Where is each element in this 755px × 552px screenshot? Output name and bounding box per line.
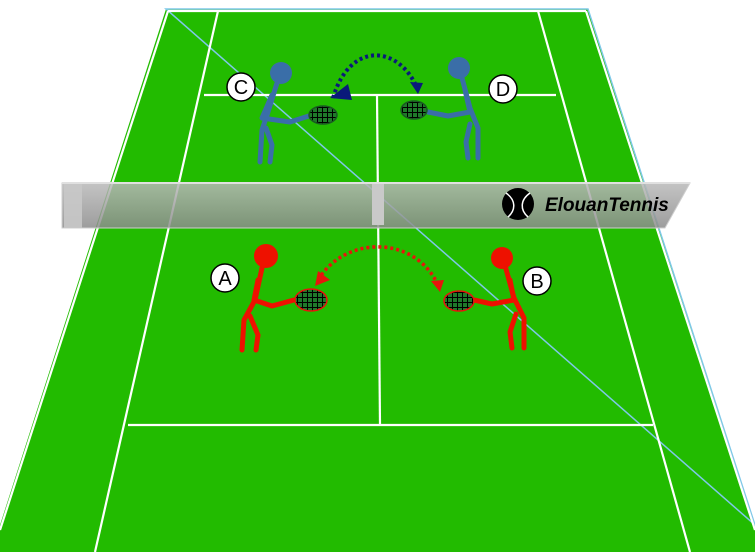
player-c-label: C: [234, 77, 248, 99]
brand-name: ElouanTennis: [545, 195, 669, 216]
player-a-badge: A: [211, 264, 239, 292]
player-b-label: B: [530, 271, 543, 293]
player-a-racket: [295, 289, 327, 311]
player-a-head: [254, 244, 278, 268]
player-b-head: [491, 247, 513, 269]
player-d-racket: [401, 101, 427, 119]
player-d-badge: D: [489, 75, 517, 103]
player-c-racket: [309, 106, 337, 124]
player-c-badge: C: [227, 73, 255, 101]
player-d-label: D: [496, 79, 510, 101]
net-center-strap: [372, 183, 384, 225]
tennis-ball-icon: [502, 188, 534, 220]
player-b-racket: [444, 291, 474, 311]
player-b-badge: B: [523, 267, 551, 295]
player-d-head: [448, 57, 470, 79]
player-c-head: [270, 62, 292, 84]
player-a-label: A: [218, 268, 232, 290]
net-post-left: [64, 183, 82, 228]
